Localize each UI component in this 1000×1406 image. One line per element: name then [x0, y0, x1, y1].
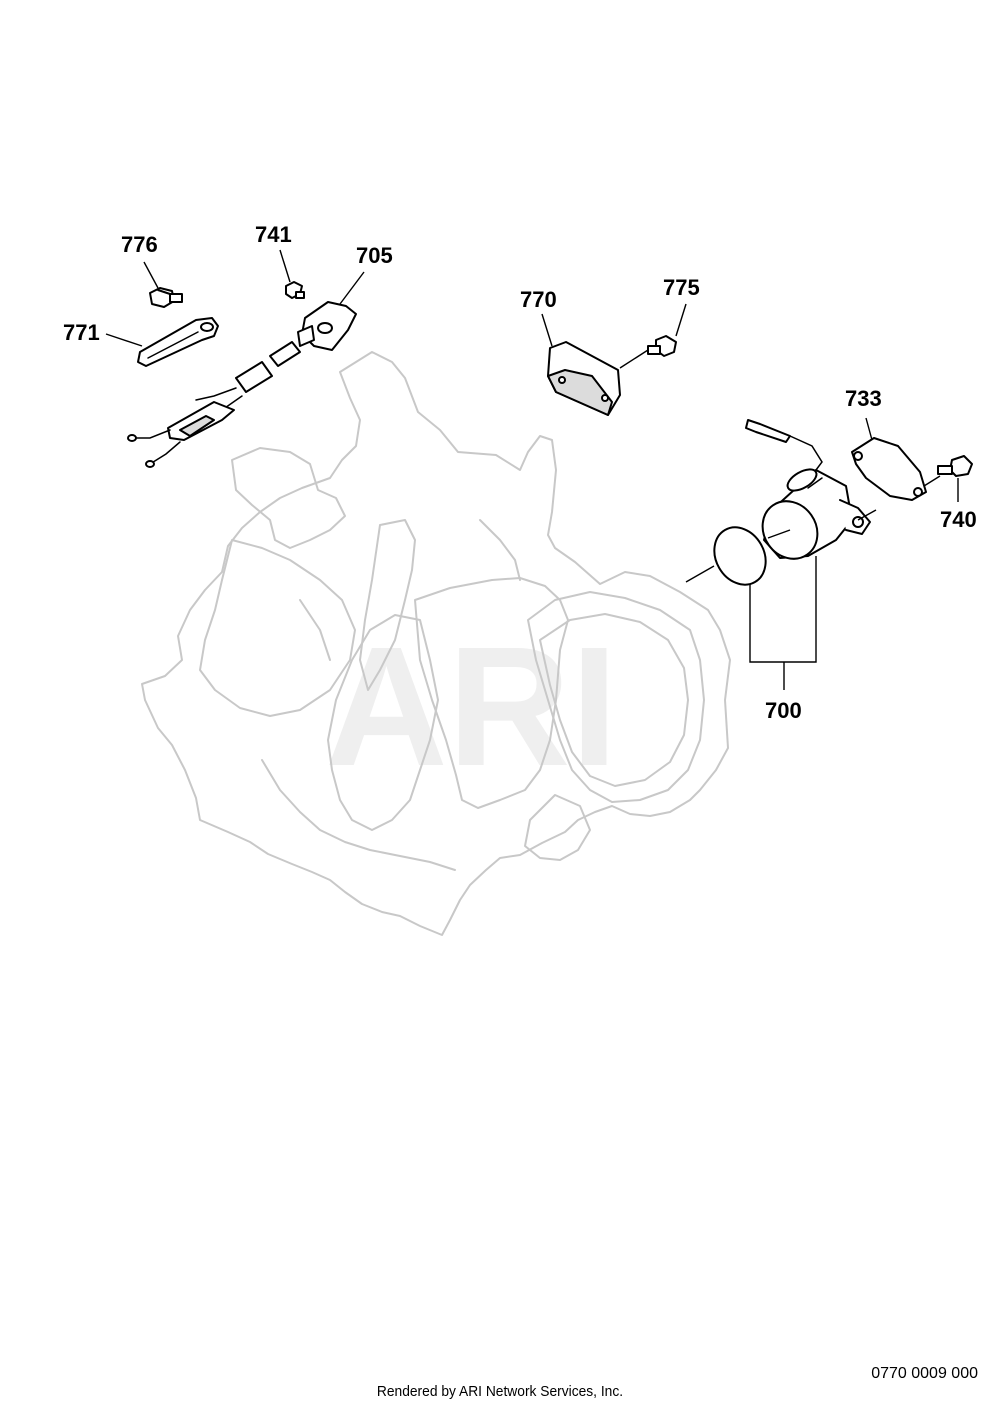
- bolt-740[interactable]: [937, 455, 973, 477]
- callout-705[interactable]: 705: [356, 243, 393, 268]
- callout-771[interactable]: 771: [63, 320, 100, 345]
- callout-770[interactable]: 770: [520, 287, 557, 312]
- cover-770[interactable]: [547, 341, 621, 416]
- solenoid-700[interactable]: [704, 419, 871, 594]
- sensor-705[interactable]: [127, 301, 357, 468]
- callout-741[interactable]: 741: [255, 222, 292, 247]
- callout-776[interactable]: 776: [121, 232, 158, 257]
- drawing-code: 0770 0009 000: [871, 1365, 978, 1382]
- callout-labels: 776 741 705 771 770 775 733 740 700: [63, 222, 977, 723]
- render-credit: Rendered by ARI Network Services, Inc.: [376, 1383, 624, 1400]
- callout-740[interactable]: 740: [940, 507, 977, 532]
- bolt-775[interactable]: [647, 335, 677, 357]
- watermark-text: ARI: [325, 612, 618, 802]
- callout-700[interactable]: 700: [765, 698, 802, 723]
- clamp-771[interactable]: [137, 317, 219, 367]
- engine-outline: [141, 351, 731, 936]
- gasket-733[interactable]: [851, 437, 927, 501]
- bolt-776[interactable]: [149, 287, 183, 308]
- callout-733[interactable]: 733: [845, 386, 882, 411]
- callout-775[interactable]: 775: [663, 275, 700, 300]
- leader-lines: [105, 249, 959, 690]
- screw-741[interactable]: [285, 281, 305, 299]
